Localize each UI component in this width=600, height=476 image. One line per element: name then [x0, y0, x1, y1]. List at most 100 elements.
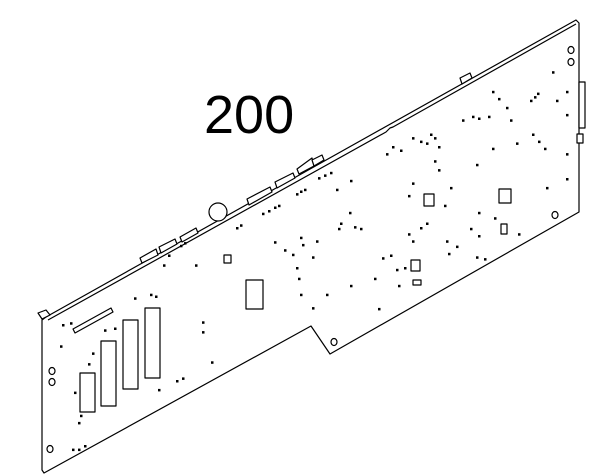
- smd-part: [304, 188, 307, 192]
- reference-numeral: 200: [204, 85, 295, 145]
- smd-part: [324, 174, 327, 177]
- smd-part: [296, 193, 299, 196]
- smd-part: [195, 264, 198, 267]
- smd-part: [378, 307, 381, 311]
- ic-chip: [412, 279, 422, 286]
- smd-part: [566, 90, 569, 94]
- smd-part: [211, 361, 214, 364]
- smd-part: [532, 133, 535, 136]
- smd-part: [510, 119, 513, 122]
- smd-part: [318, 177, 321, 180]
- smd-part: [398, 284, 401, 288]
- smd-part: [62, 324, 65, 327]
- smd-part: [516, 142, 519, 145]
- smd-part: [338, 227, 341, 231]
- smd-part: [566, 113, 569, 117]
- integrated-circuits: [72, 188, 512, 413]
- top-connectors: [37, 72, 586, 320]
- smd-part: [72, 448, 75, 452]
- smd-part: [300, 236, 303, 240]
- smd-part: [268, 210, 271, 213]
- smd-part: [134, 297, 137, 300]
- smd-part: [284, 249, 287, 252]
- smd-part: [470, 227, 473, 231]
- ic-chip: [500, 223, 508, 235]
- smd-part: [420, 140, 423, 144]
- smd-part: [566, 178, 569, 181]
- smd-part: [298, 277, 301, 281]
- smd-part: [88, 363, 91, 366]
- smd-part: [420, 227, 423, 230]
- smd-part: [430, 133, 433, 136]
- smd-part: [446, 240, 449, 243]
- smd-part: [350, 179, 353, 183]
- smd-part: [236, 227, 239, 230]
- smd-part: [296, 267, 299, 270]
- smd-part: [494, 217, 497, 220]
- smd-part: [374, 277, 377, 281]
- ic-chip: [122, 319, 139, 390]
- smd-part: [202, 331, 205, 334]
- smd-part: [84, 445, 87, 448]
- smd-part: [448, 252, 451, 256]
- smd-part: [412, 182, 415, 185]
- smd-part: [316, 240, 319, 243]
- smd-part: [434, 137, 437, 140]
- smd-part: [488, 115, 491, 119]
- smd-part: [300, 190, 303, 193]
- smd-part: [354, 226, 357, 229]
- smd-part: [168, 254, 171, 257]
- smd-part: [350, 284, 353, 288]
- smd-part: [278, 204, 281, 208]
- ic-chip: [223, 254, 232, 264]
- ic-chip: [410, 259, 421, 272]
- smd-part: [472, 115, 475, 119]
- board-edge-thickness: [47, 23, 577, 321]
- smd-part: [176, 380, 179, 383]
- smd-part: [476, 163, 479, 167]
- smd-part: [478, 117, 481, 120]
- smd-part: [506, 106, 509, 110]
- smd-part: [438, 146, 441, 149]
- smd-part: [530, 99, 533, 103]
- smd-part: [60, 345, 63, 348]
- smd-part: [538, 140, 541, 144]
- smd-part: [202, 321, 205, 324]
- ic-chip: [100, 340, 117, 407]
- smd-part: [180, 244, 183, 248]
- ic-chip: [144, 307, 161, 379]
- smd-part: [534, 96, 537, 99]
- smd-part: [450, 186, 453, 190]
- smd-part: [163, 264, 166, 267]
- smd-part: [92, 352, 95, 355]
- smd-part: [330, 171, 333, 175]
- smd-part: [155, 295, 158, 298]
- smd-part: [444, 204, 447, 208]
- smd-part: [498, 97, 501, 101]
- smd-part: [434, 160, 437, 163]
- smd-part: [274, 206, 277, 209]
- smd-part: [386, 153, 389, 156]
- smd-part: [426, 142, 429, 145]
- smd-part: [336, 188, 339, 192]
- board-outline: [41, 19, 580, 474]
- smd-part: [114, 327, 117, 330]
- smd-part: [412, 240, 415, 243]
- smd-part: [456, 245, 459, 249]
- smd-part: [349, 211, 352, 215]
- smd-part: [396, 268, 399, 272]
- ic-chip: [79, 372, 96, 413]
- ic-chip: [72, 307, 114, 334]
- smd-part: [392, 146, 395, 149]
- smd-part: [302, 243, 305, 247]
- smd-part: [537, 92, 540, 96]
- smd-part: [412, 137, 415, 140]
- smd-part: [292, 253, 295, 257]
- ic-chip: [423, 193, 435, 207]
- smd-part: [326, 293, 329, 297]
- smd-part: [546, 186, 549, 190]
- smd-part: [408, 194, 411, 198]
- smd-part: [544, 147, 547, 151]
